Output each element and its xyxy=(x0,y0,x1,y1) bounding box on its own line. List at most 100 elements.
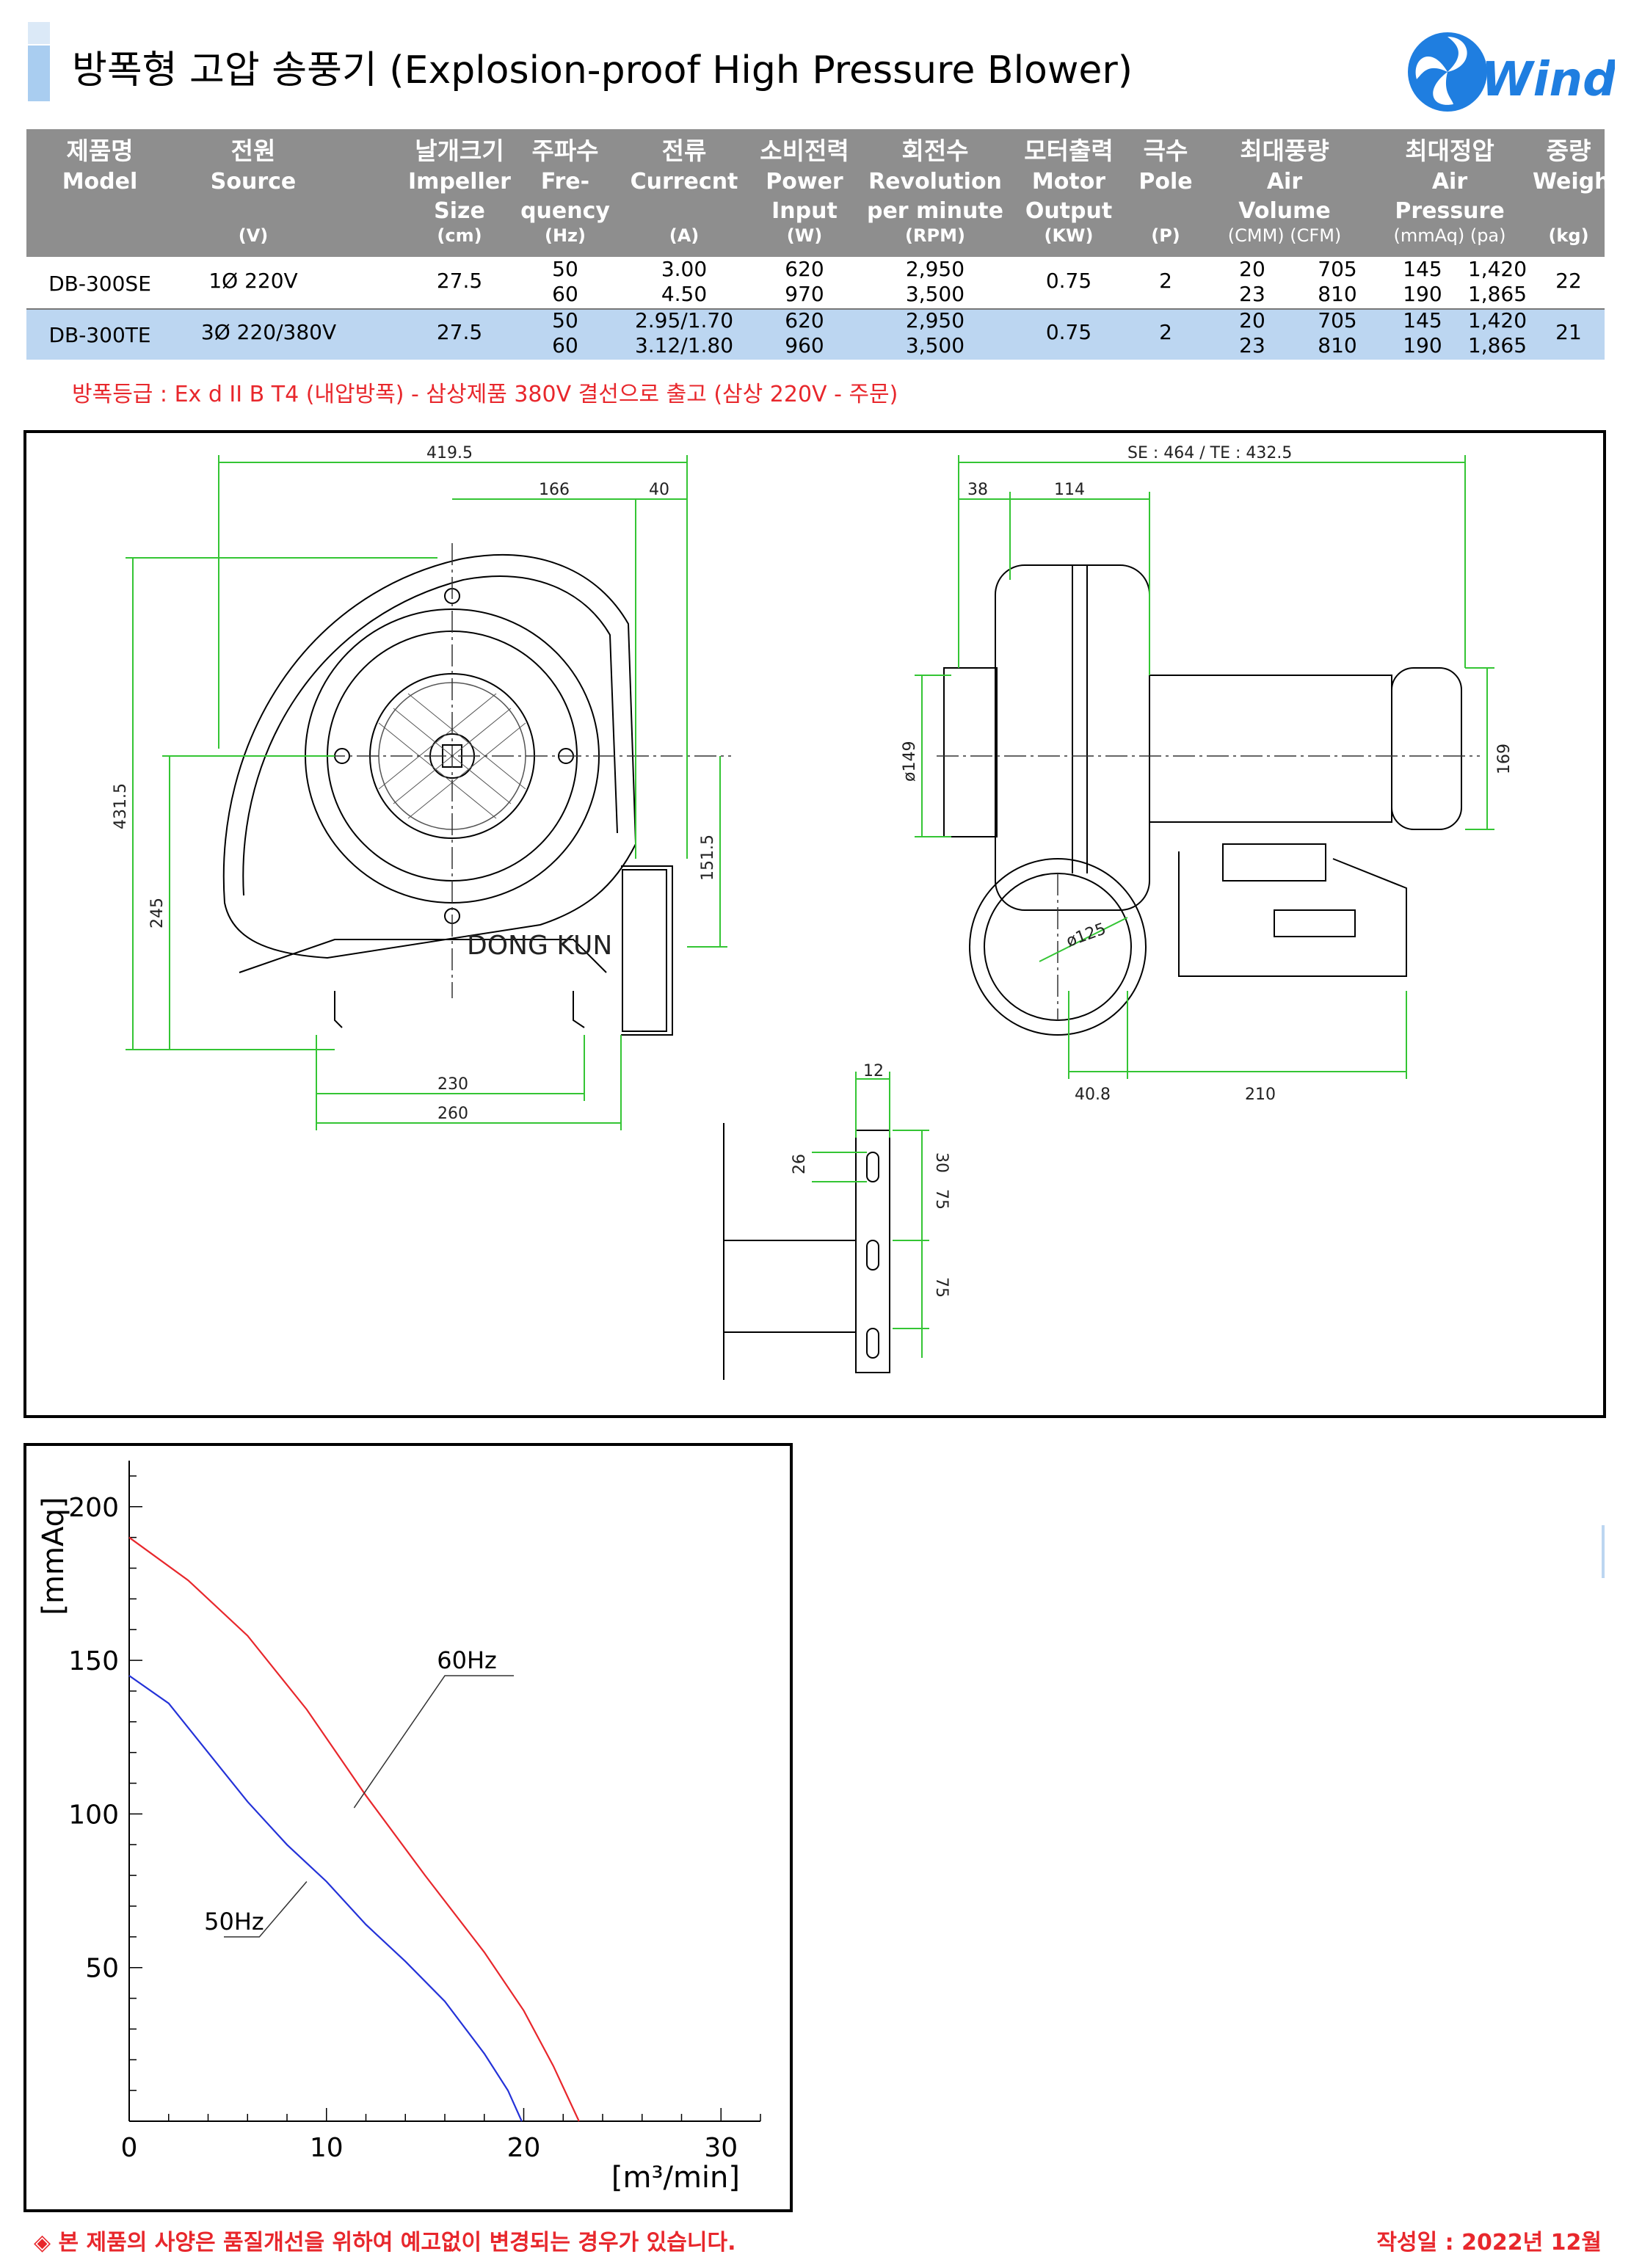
date-written: 작성일 : 2022년 12월 xyxy=(1376,2230,1602,2256)
cell-mmaq-50: 145 xyxy=(1403,308,1442,332)
chart-axes: 0 10 20 30 50 100 150 200 [m³/min] [mmAq] xyxy=(37,1461,761,2195)
y-axis-label: [mmAq] xyxy=(37,1497,70,1615)
y-tick-label: 150 xyxy=(68,1646,119,1676)
leader-50hz xyxy=(224,1881,308,1938)
cell-current-60: 4.50 xyxy=(661,282,708,306)
performance-chart-panel: 0 10 20 30 50 100 150 200 [m³/min] [mmAq] 60Hz 50H… xyxy=(23,1443,793,2212)
curve-50hz xyxy=(128,1675,523,2122)
disclaimer-note: ◈ 본 제품의 사양은 품질개선을 위하여 예고없이 변경되는 경우가 있습니다… xyxy=(34,2230,736,2256)
cell-model: DB-300SE xyxy=(48,272,151,296)
page-title: 방폭형 고압 송풍기 (Explosion-proof High Pressur… xyxy=(72,48,1133,92)
brand-plate: DONG KUN xyxy=(467,931,612,961)
cell-pole: 2 xyxy=(1159,269,1172,293)
dimension-drawing-panel: 419.5 166 40 431.5 245 151.5 230 260 DON… xyxy=(23,430,1606,1418)
performance-chart: 0 10 20 30 50 100 150 200 [m³/min] [mmAq] 60Hz 50H… xyxy=(37,1461,761,2195)
cell-pole: 2 xyxy=(1159,320,1172,344)
cell-output: 0.75 xyxy=(1045,320,1092,344)
dim-side-motor: 169 xyxy=(1495,744,1514,774)
y-tick-label: 200 xyxy=(68,1493,119,1523)
mounting-bracket xyxy=(723,1123,890,1380)
dim-bracket-pitch2: 75 xyxy=(932,1277,951,1298)
cell-source: 3Ø 220/380V xyxy=(200,320,337,344)
cell-pa-50: 1,420 xyxy=(1467,257,1528,281)
cell-cfm-50: 705 xyxy=(1318,308,1357,332)
cell-model: DB-300TE xyxy=(48,323,151,347)
cell-pa-60: 1,865 xyxy=(1467,282,1528,306)
cell-weight: 22 xyxy=(1555,269,1582,293)
dim-front-outlet: 151.5 xyxy=(699,835,717,881)
dim-side-overall: SE : 464 / TE : 432.5 xyxy=(1127,444,1292,462)
cell-pa-60: 1,865 xyxy=(1467,333,1528,357)
dim-front-right: 40 xyxy=(649,481,669,499)
dim-bracket-pitch1: 75 xyxy=(932,1189,951,1210)
cell-hz-50: 50 xyxy=(552,257,578,281)
x-tick-label: 30 xyxy=(704,2133,738,2163)
dim-side-a: 38 xyxy=(967,481,988,499)
dim-side-outlet: ø125 xyxy=(1064,920,1109,951)
dim-side-base-a: 40.8 xyxy=(1075,1086,1111,1104)
cell-rpm-60: 3,500 xyxy=(905,282,965,306)
cell-cfm-50: 705 xyxy=(1318,257,1357,281)
table-row-db-300se: DB-300SE 1Ø 220V 27.5 50 60 3.00 4.50 62… xyxy=(26,257,1605,310)
logo-text: Windy xyxy=(1481,53,1615,107)
cell-source: 1Ø 220V xyxy=(208,269,298,293)
cell-mmaq-60: 190 xyxy=(1403,282,1442,306)
cell-cmm-60: 23 xyxy=(1239,333,1265,357)
cell-current-50: 2.95/1.70 xyxy=(634,308,734,332)
x-tick-label: 0 xyxy=(121,2133,138,2163)
cell-power-60: 960 xyxy=(785,333,824,357)
cell-cfm-60: 810 xyxy=(1318,333,1357,357)
title-accent-light xyxy=(28,22,50,44)
dim-front-width: 419.5 xyxy=(426,444,473,462)
leader-60hz xyxy=(353,1675,515,1809)
dim-bracket-slot: 26 xyxy=(791,1154,809,1174)
dim-side-inlet: ø149 xyxy=(901,741,919,782)
dim-bracket-top: 30 xyxy=(932,1152,951,1173)
dim-base-outer: 260 xyxy=(437,1105,468,1123)
dim-front-height: 431.5 xyxy=(112,783,130,829)
table-row-db-300te: DB-300TE 3Ø 220/380V 27.5 50 60 2.95/1.7… xyxy=(26,308,1605,360)
dim-front-center: 245 xyxy=(148,898,167,928)
cell-impeller: 27.5 xyxy=(436,320,483,344)
x-axis-label: [m³/min] xyxy=(611,2161,740,2195)
cell-rpm-50: 2,950 xyxy=(905,308,965,332)
cell-hz-60: 60 xyxy=(552,282,578,306)
cell-mmaq-60: 190 xyxy=(1403,333,1442,357)
y-tick-label: 100 xyxy=(68,1800,119,1830)
table-header xyxy=(26,129,1605,257)
cell-hz-50: 50 xyxy=(552,308,578,332)
cell-rpm-60: 3,500 xyxy=(905,333,965,357)
y-tick-label: 50 xyxy=(85,1954,119,1984)
title-accent-bar xyxy=(28,46,50,101)
dim-front-mid: 166 xyxy=(539,481,570,499)
front-view-blower xyxy=(222,553,673,1036)
x-tick-label: 20 xyxy=(507,2133,541,2163)
cell-impeller: 27.5 xyxy=(436,269,483,293)
cell-cmm-60: 23 xyxy=(1239,282,1265,306)
dim-side-base-b: 210 xyxy=(1245,1086,1276,1104)
cell-cmm-50: 20 xyxy=(1239,308,1265,332)
cell-current-60: 3.12/1.80 xyxy=(634,333,734,357)
dimension-drawing: 419.5 166 40 431.5 245 151.5 230 260 DON… xyxy=(112,444,1514,1380)
cell-weight: 21 xyxy=(1555,320,1582,344)
x-tick-label: 10 xyxy=(310,2133,344,2163)
edge-marker xyxy=(1602,1525,1605,1578)
explosion-rating-note: 방폭등급 : Ex d II B T4 (내압방폭) - 삼상제품 380V 결… xyxy=(72,382,898,407)
cell-rpm-50: 2,950 xyxy=(905,257,965,281)
label-60hz: 60Hz xyxy=(437,1646,497,1674)
label-50hz: 50Hz xyxy=(204,1908,264,1936)
cell-current-50: 3.00 xyxy=(661,257,708,281)
dim-bracket-width: 12 xyxy=(863,1062,884,1080)
cell-output: 0.75 xyxy=(1045,269,1092,293)
side-view-blower xyxy=(943,564,1462,1036)
